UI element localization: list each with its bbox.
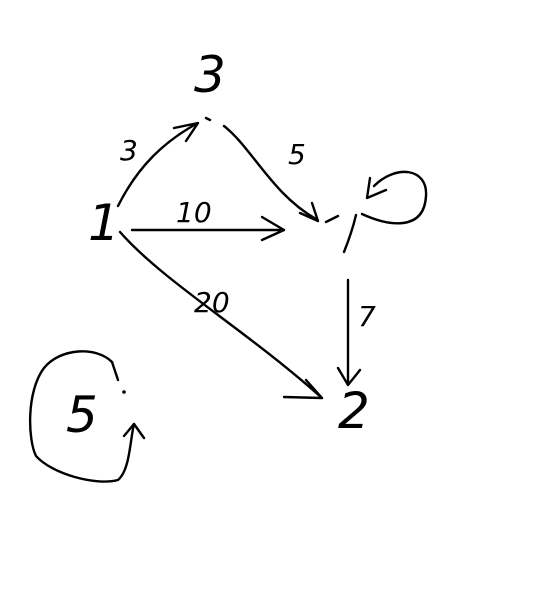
edge-1-to-3: 3 <box>116 121 200 208</box>
edge-3-to-4-arrowhead <box>298 201 320 223</box>
edge-4-self-loop-line <box>360 170 428 225</box>
node-1-label: 1 <box>88 194 120 252</box>
node-4-glyph <box>324 213 358 254</box>
node-3-mark <box>204 116 212 122</box>
edge-1-to-4-arrowhead <box>260 215 286 242</box>
node-3-label: 3 <box>194 46 226 104</box>
edge-4-to-2: 7 <box>336 278 376 387</box>
edge-1-to-4-label: 10 <box>176 196 212 229</box>
edge-3-to-4-line <box>222 124 318 221</box>
edge-4-to-2-label: 7 <box>358 300 376 333</box>
edge-1-to-3-label: 3 <box>120 134 138 167</box>
edge-1-to-4: 10 <box>130 196 286 242</box>
edge-3-to-4-label: 5 <box>288 138 306 171</box>
edge-4-self-loop-arrowhead <box>365 176 388 200</box>
edge-5-self-loop-line <box>28 350 136 483</box>
edge-5-self-loop-arrowhead <box>122 422 146 440</box>
edge-5-self-loop <box>28 350 146 483</box>
edge-4-self-loop <box>360 170 428 225</box>
node-2-label: 2 <box>338 382 370 440</box>
edge-5-self-loop-tail <box>110 360 120 382</box>
edge-5-self-loop-dot <box>122 390 126 394</box>
node-5-label: 5 <box>66 386 98 444</box>
edge-1-to-3-arrowhead <box>172 121 200 143</box>
edge-1-to-3-line <box>116 122 198 208</box>
edge-1-to-2-line <box>118 230 324 400</box>
edge-1-to-2-arrowhead <box>282 378 324 400</box>
edge-4-to-2-arrowhead <box>336 366 362 387</box>
node-4-glyph-stroke <box>324 213 358 254</box>
edge-3-to-4: 5 <box>222 124 320 223</box>
edge-1-to-2: 20 <box>118 230 324 400</box>
edge-1-to-2-label: 20 <box>194 286 230 319</box>
